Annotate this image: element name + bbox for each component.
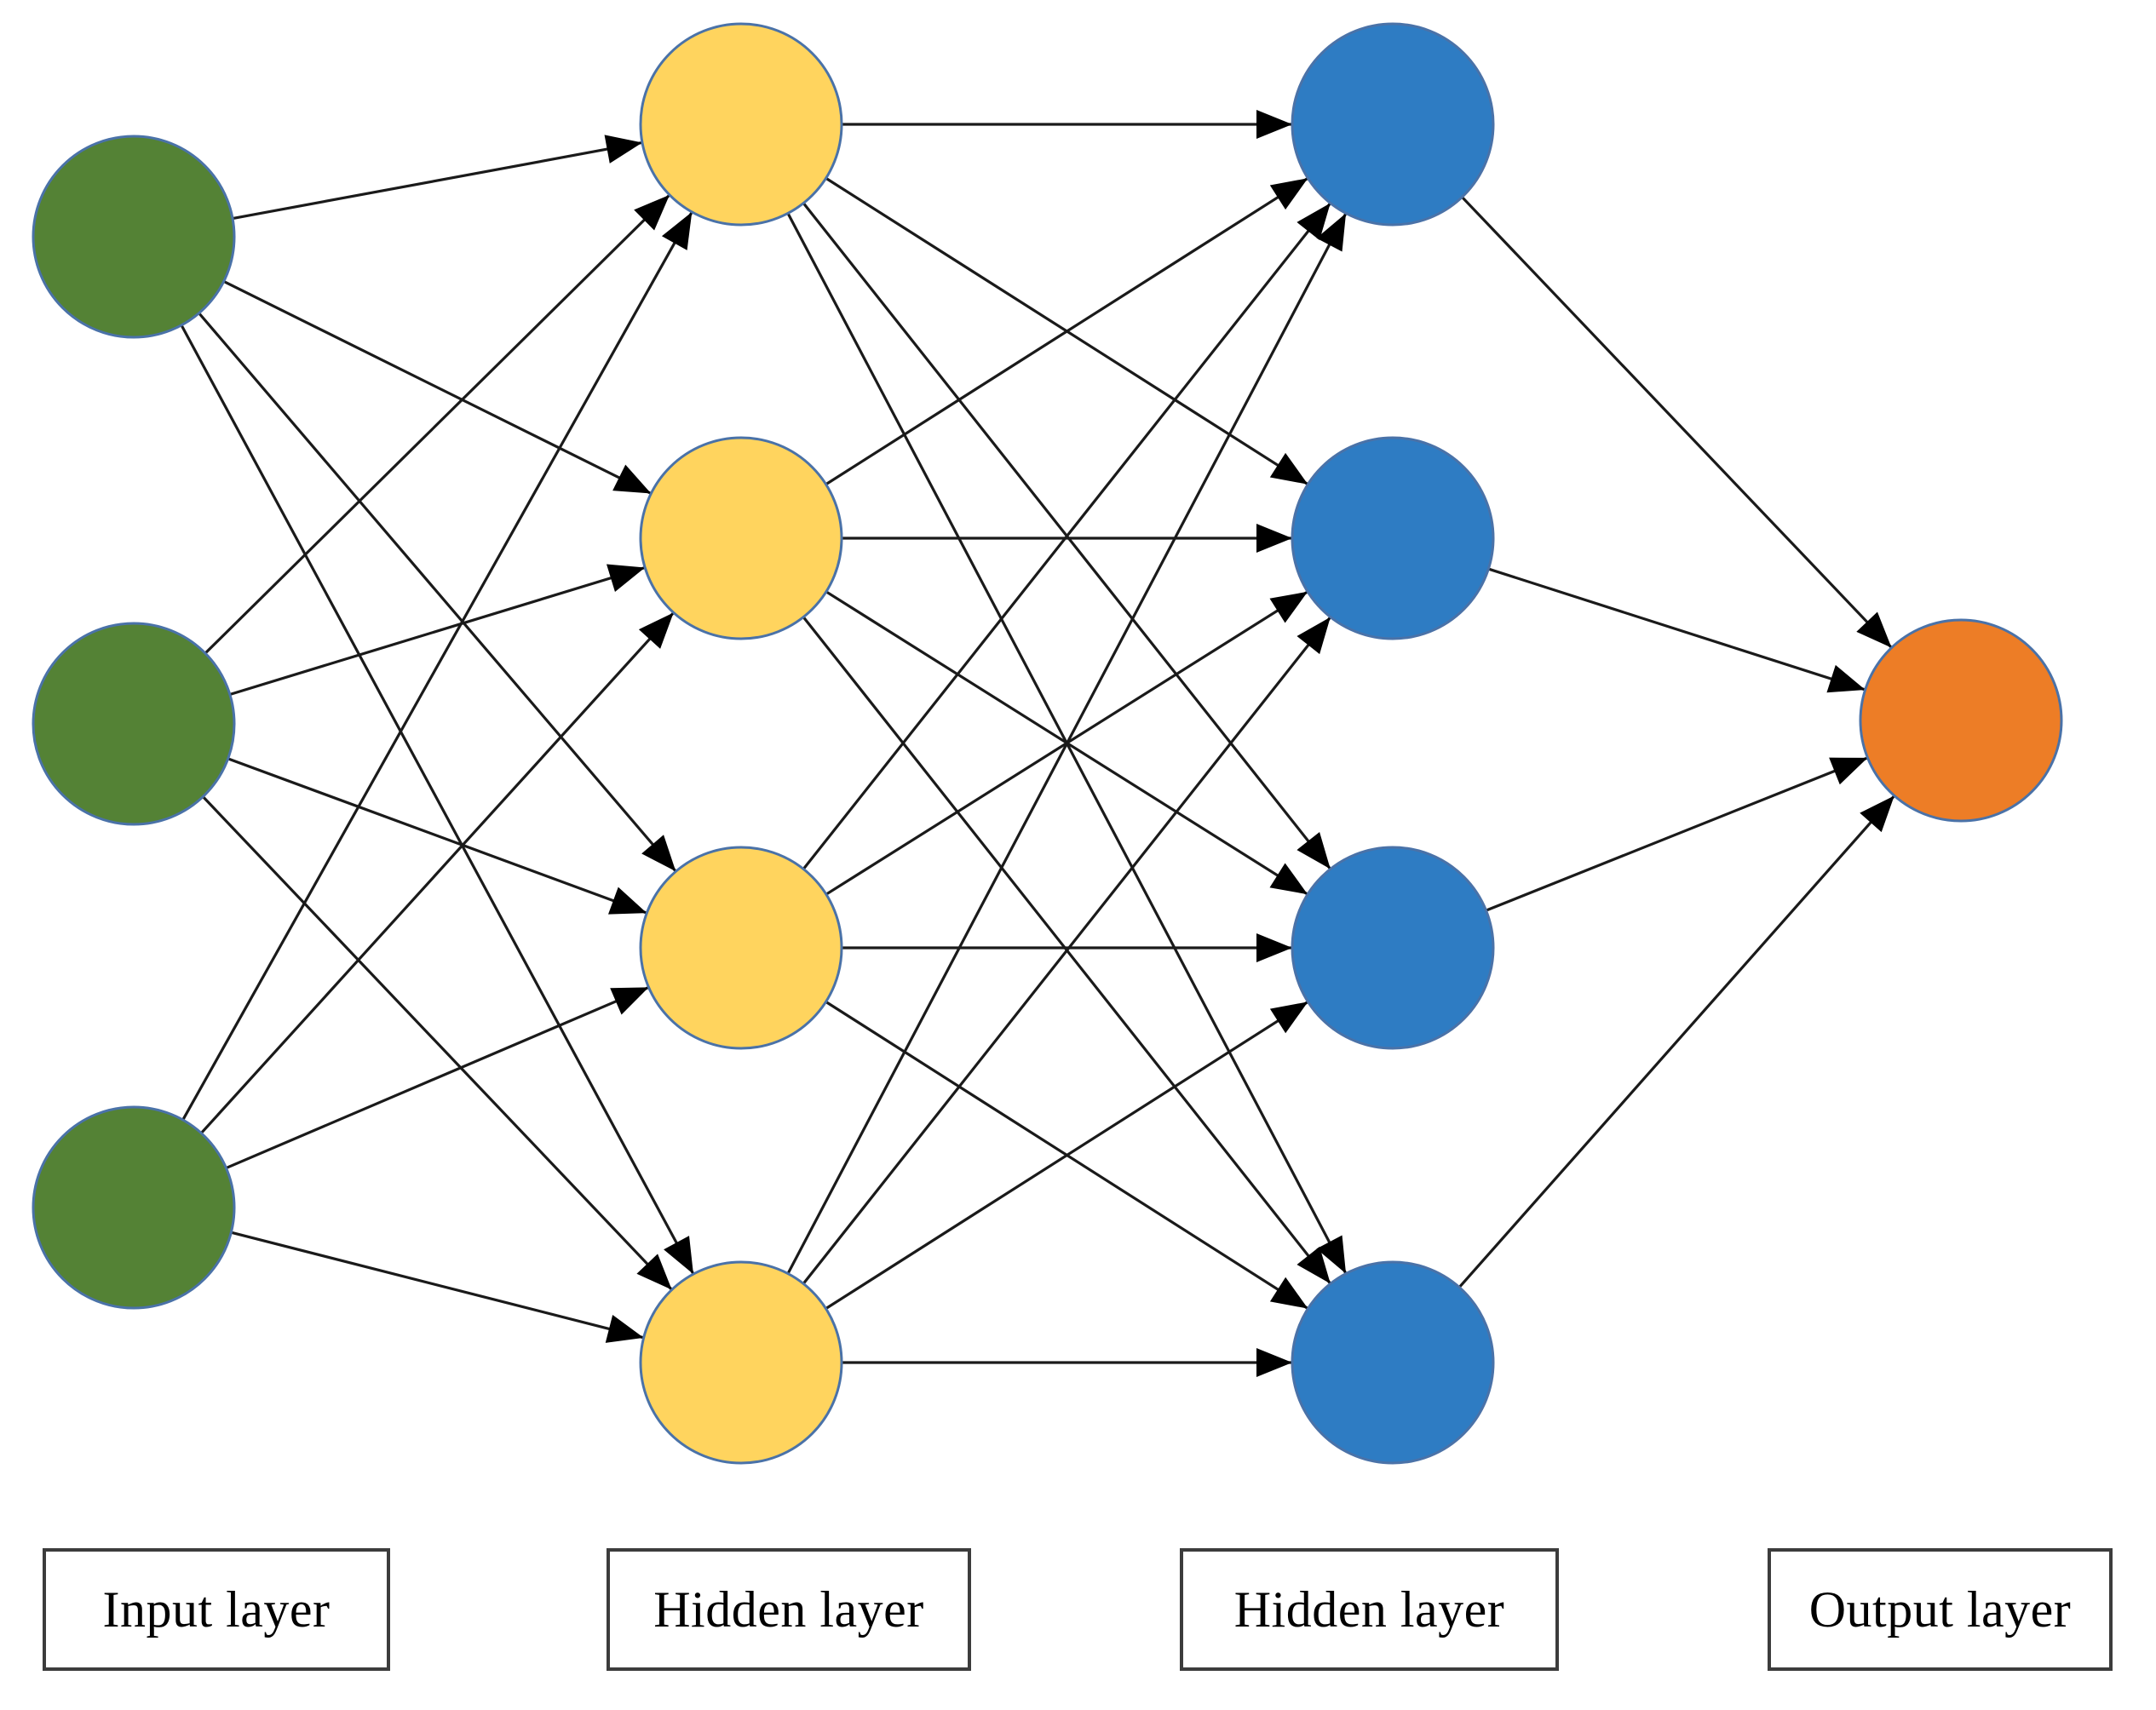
connection-edge [225,985,650,1170]
neuron-node-input-2 [32,622,236,826]
neuron-node-hidden1-1 [639,22,843,227]
connection-arrowhead [612,464,652,494]
connection-edge [227,757,647,915]
neuron-node-hidden1-3 [639,846,843,1050]
connection-arrowhead [607,564,646,593]
neuron-node-output-1 [1859,618,2063,823]
layer-label-input: Input layer [102,1581,331,1638]
connection-arrowhead [634,194,670,231]
connection-arrowhead [1269,1001,1308,1034]
connection-arrowhead [1860,795,1894,833]
edges-group [180,123,1896,1364]
connection-arrowhead [1296,203,1331,241]
connection-arrowhead [608,887,647,915]
connection-arrowhead [1269,1277,1308,1309]
connection-edge [198,312,677,873]
connection-edge [802,202,1332,870]
connection-arrowhead [1256,110,1292,139]
nodes-group [32,22,2063,1465]
connection-arrowhead [1269,178,1308,210]
connection-arrowhead [1296,1246,1331,1284]
layer-label-box-output: Output layer [1768,1548,2113,1671]
connection-arrowhead [641,835,676,872]
connection-edge [825,176,1309,486]
connection-edge [1487,567,1866,691]
connection-arrowhead [1826,664,1866,693]
connection-arrowhead [1256,1348,1292,1377]
connection-arrowhead [1269,863,1308,895]
connection-arrowhead [604,135,642,164]
neuron-node-input-1 [32,135,236,339]
neuron-node-hidden1-4 [639,1260,843,1465]
connection-arrowhead [664,1236,693,1275]
connection-arrowhead [638,612,674,649]
layer-label-hidden1: Hidden layer [653,1581,924,1638]
neuron-node-input-3 [32,1105,236,1310]
connection-arrowhead [605,1314,644,1343]
connection-edge [229,565,646,697]
connection-edge [204,193,671,655]
connection-edge [200,611,675,1134]
arrowheads-group [604,110,1894,1377]
neuron-node-hidden2-1 [1291,22,1495,227]
connection-edge [825,1001,1309,1310]
connection-arrowhead [1256,933,1292,962]
connection-arrowhead [1316,1235,1347,1274]
connection-edge [802,616,1332,1285]
neuron-node-hidden2-4 [1291,1260,1495,1465]
connection-arrowhead [1316,213,1347,252]
connection-arrowhead [610,987,649,1015]
connection-arrowhead [1269,452,1308,485]
connection-edge [1485,756,1869,912]
layer-label-box-hidden2: Hidden layer [1180,1548,1559,1671]
layer-label-box-hidden1: Hidden layer [607,1548,971,1671]
connection-arrowhead [1296,831,1331,869]
layer-label-output: Output layer [1808,1581,2072,1638]
connection-edge [230,1231,645,1340]
neuron-node-hidden2-2 [1291,436,1495,640]
connection-edge [181,211,693,1121]
connection-edge [202,795,673,1291]
connection-arrowhead [1269,591,1308,623]
connection-edge [232,141,643,221]
layer-label-hidden2: Hidden layer [1233,1581,1505,1638]
connection-edge [1457,795,1896,1288]
connection-arrowhead [1856,611,1892,648]
neuron-node-hidden2-3 [1291,846,1495,1050]
connection-edge [1461,196,1893,649]
connection-arrowhead [636,1254,672,1290]
connection-arrowhead [1296,617,1331,655]
connection-arrowhead [1256,524,1292,553]
connection-edge [222,280,653,495]
connection-arrowhead [661,211,693,250]
connection-arrowhead [1829,757,1868,785]
layer-label-box-input: Input layer [43,1548,390,1671]
connection-edge [786,212,1348,1275]
neuron-node-hidden1-2 [639,436,843,640]
connection-edge [180,324,695,1275]
